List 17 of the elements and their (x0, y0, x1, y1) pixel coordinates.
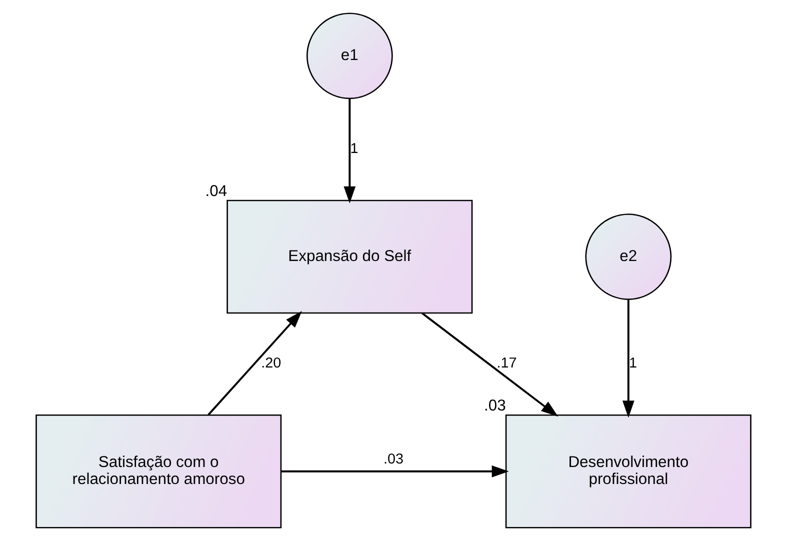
node-label: .04 (204, 183, 227, 200)
node-label: .03 (484, 398, 506, 415)
arrow (207, 311, 302, 416)
edge-label: 1 (350, 141, 358, 158)
edge-label: .03 (383, 451, 403, 468)
node-circle: e1 (306, 12, 392, 100)
edge-label: 1 (628, 356, 636, 372)
edge-label: .20 (260, 356, 281, 372)
arrow (343, 98, 356, 204)
arrow (280, 465, 508, 478)
edge-label: .17 (496, 356, 516, 372)
node-box: Satisfação com o relacionamento amoroso (35, 414, 282, 528)
node-box: Desenvolvimento profissional (504, 414, 751, 528)
arrow (421, 312, 558, 417)
arrow (622, 299, 634, 418)
node-box: Expansão do Self (226, 200, 472, 314)
node-circle: e2 (584, 214, 672, 300)
